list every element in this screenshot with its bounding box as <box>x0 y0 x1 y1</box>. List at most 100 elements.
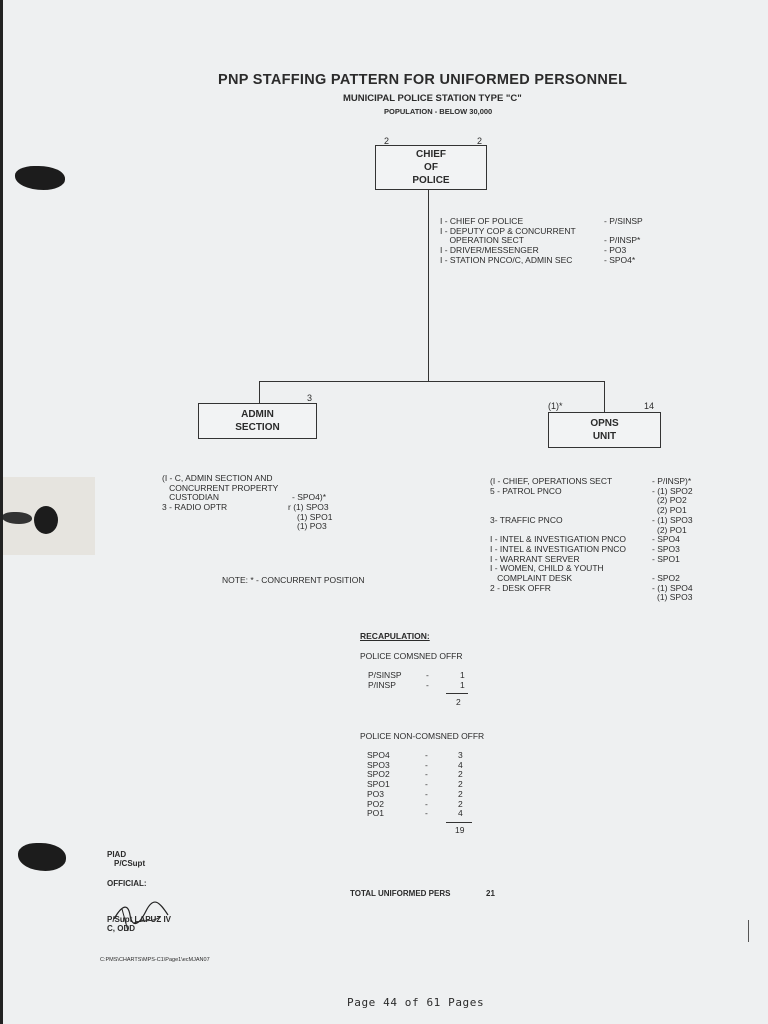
connector-horizontal <box>259 381 605 383</box>
chief-staff-list: I - CHIEF OF POLICE I - DEPUTY COP & CON… <box>440 216 576 266</box>
opns-rank: - P/INSP)* <box>652 476 692 486</box>
opns-rank: (1) SPO3 <box>657 592 693 603</box>
comsned-rank: P/SINSP <box>368 670 402 680</box>
chief-rank: - SPO4* <box>604 254 636 265</box>
opns-rank: - SPO1 <box>652 553 680 564</box>
opns-staff-item: I - WOMEN, CHILD & YOUTH <box>490 563 604 574</box>
chief-rank-list: - P/SINSP - P/INSP* - PO3 - SPO4* <box>604 216 643 266</box>
noncomsned-rank: SPO2 <box>367 769 390 780</box>
noncomsned-rank: SPO3 <box>367 759 390 770</box>
admin-box-line: SECTION <box>235 422 280 433</box>
opns-rank: (2) PO2 <box>657 495 687 506</box>
admin-box-line: ADMIN <box>241 409 274 420</box>
connector-admin-down <box>259 381 261 404</box>
admin-rank-list: - SPO4)* r (1) SPO3 (1) SPO1 (1) PO3 <box>288 474 332 532</box>
noncomsned-title: POLICE NON-COMSNED OFFR <box>360 731 485 741</box>
page-edge-left <box>0 0 3 1024</box>
population-label: POPULATION - BELOW 30,000 <box>384 107 493 116</box>
opns-rank-list: - P/INSP)* - (1) SPO2 (2) PO2 (2) PO1 - … <box>652 476 693 603</box>
noncomsned-table: SPO4 - 3 SPO3 - 4 SPO2 - 2 SPO1 - 2 PO3 … <box>367 750 463 819</box>
opns-rank: - SPO2 <box>652 573 680 584</box>
admin-count: 3 <box>307 393 313 403</box>
comsned-row: P/INSP - 1 <box>368 679 465 691</box>
opns-staff-item: (I - CHIEF, OPERATIONS SECT <box>490 476 613 486</box>
office-rank: P/CSupt <box>114 859 146 868</box>
admin-rank <box>288 474 332 484</box>
admin-staff-item: (I - C, ADMIN SECTION AND <box>162 473 273 483</box>
comsned-total-rule <box>446 693 468 695</box>
noncomsned-row: SPO3 - 4 <box>367 759 463 771</box>
opns-staff-item: COMPLAINT DESK <box>490 572 573 583</box>
noncomsned-dash: - <box>425 750 428 760</box>
connector-opns-down <box>604 381 606 412</box>
noncomsned-count: 2 <box>458 779 463 790</box>
opns-staff-item: 5 - PATROL PNCO <box>490 485 562 496</box>
comsned-title: POLICE COMSNED OFFR <box>360 651 463 661</box>
chief-count-right: 2 <box>477 136 483 146</box>
chief-staff-item: OPERATION SECT <box>440 235 524 246</box>
opns-staff-list: (I - CHIEF, OPERATIONS SECT 5 - PATROL P… <box>490 476 627 593</box>
noncomsned-total: 19 <box>455 825 465 835</box>
opns-count-left: (1)* <box>548 401 563 411</box>
noncomsned-rank: PO1 <box>367 808 385 819</box>
admin-staff-list: (I - C, ADMIN SECTION AND CONCURRENT PRO… <box>162 473 279 513</box>
opns-staff-item <box>490 496 626 506</box>
admin-rank: (1) SPO1 <box>297 511 333 522</box>
chief-rank: - P/SINSP <box>604 216 643 226</box>
file-path: C:PMS\CHARTS\MPS-C1\Page1\ecMJAN07 <box>100 957 210 963</box>
noncomsned-dash: - <box>425 808 428 819</box>
official-label: OFFICIAL: <box>107 879 147 888</box>
opns-box-line: OPNS <box>590 418 619 429</box>
comsned-total: 2 <box>456 697 461 707</box>
page-title: PNP STAFFING PATTERN FOR UNIFORMED PERSO… <box>218 72 628 88</box>
opns-count-right: 14 <box>644 401 655 411</box>
noncomsned-count: 4 <box>458 759 463 770</box>
opns-unit-box: OPNS UNIT <box>548 412 661 448</box>
opns-staff-item: I - INTEL & INVESTIGATION PNCO <box>490 543 627 554</box>
comsned-dash: - <box>426 679 429 690</box>
chief-rank: - PO3 <box>604 245 627 256</box>
admin-staff-item: 3 - RADIO OPTR <box>162 502 228 513</box>
noncomsned-dash: - <box>425 759 428 770</box>
official-name: P/Supt LAPUZ IV <box>107 915 171 924</box>
chief-staff-item: I - DRIVER/MESSENGER <box>440 245 539 256</box>
opns-box-line: UNIT <box>592 431 617 442</box>
chief-box-line: POLICE <box>412 175 450 186</box>
page-subtitle: MUNICIPAL POLICE STATION TYPE "C" <box>343 93 522 104</box>
opns-staff-item: I - INTEL & INVESTIGATION PNCO <box>490 534 627 545</box>
chief-staff-item: I - STATION PNCO/C, ADMIN SEC <box>440 254 573 265</box>
noncomsned-count: 3 <box>458 750 463 760</box>
noncomsned-total-rule <box>446 822 472 824</box>
comsned-count: 1 <box>460 679 465 690</box>
noncomsned-row: SPO2 - 2 <box>367 770 463 780</box>
comsned-dash: - <box>426 670 429 680</box>
comsned-count: 1 <box>460 670 465 680</box>
punch-hole-tear-bottom <box>18 843 66 871</box>
comsned-row: P/SINSP - 1 <box>368 670 465 681</box>
chief-rank: - P/INSP* <box>604 235 641 246</box>
chief-box-line: CHIEF <box>416 149 446 160</box>
hole-shadow <box>2 512 32 524</box>
official-position: C, ODD <box>107 924 135 933</box>
noncomsned-row: SPO1 - 2 <box>367 779 463 790</box>
comsned-table: P/SINSP - 1 P/INSP - 1 <box>368 670 465 691</box>
noncomsned-rank: SPO1 <box>367 779 390 790</box>
comsned-rank: P/INSP <box>368 679 396 690</box>
noncomsned-count: 2 <box>458 798 463 809</box>
noncomsned-dash: - <box>425 788 428 799</box>
noncomsned-row: PO3 - 2 <box>367 788 463 800</box>
opns-rank: - SPO3 <box>652 543 680 554</box>
opns-staff-item: 3- TRAFFIC PNCO <box>490 514 563 525</box>
opns-staff-item: 2 - DESK OFFR <box>490 582 551 593</box>
total-value: 21 <box>486 889 495 898</box>
handwritten-signature <box>113 901 169 932</box>
concurrent-note: NOTE: * - CONCURRENT POSITION <box>222 575 365 585</box>
chief-box-line: OF <box>424 162 438 173</box>
chief-staff-item: I - CHIEF OF POLICE <box>440 216 524 226</box>
noncomsned-dash: - <box>425 769 428 780</box>
noncomsned-row: PO2 - 2 <box>367 798 463 810</box>
chief-count-left: 2 <box>384 136 390 146</box>
total-label: TOTAL UNIFORMED PERS <box>350 889 451 898</box>
admin-staff-item: CONCURRENT PROPERTY <box>162 482 279 493</box>
noncomsned-rank: SPO4 <box>367 750 390 760</box>
